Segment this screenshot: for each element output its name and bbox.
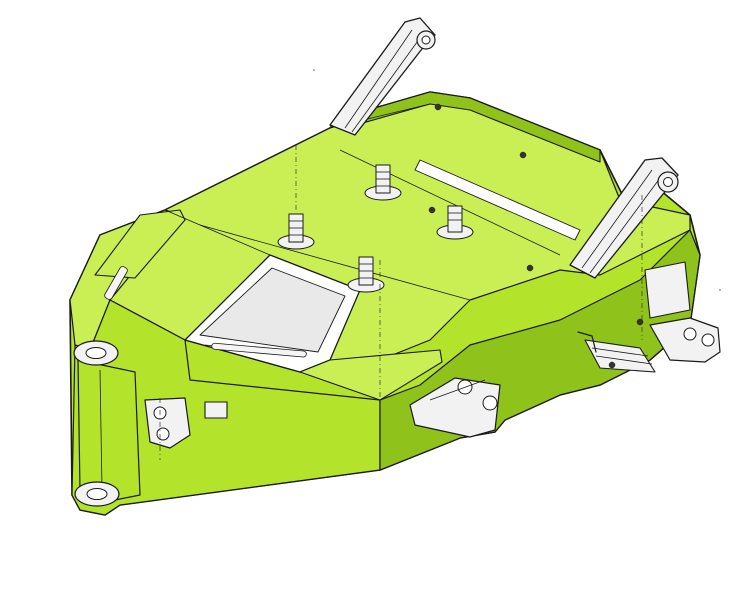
hitch-hole-icon — [701, 333, 715, 347]
left-lift-arm — [329, 17, 436, 136]
right-clevis-bracket — [409, 377, 501, 438]
front-left-lower-boss — [74, 481, 120, 507]
hopper-inner-wall — [199, 267, 346, 353]
bracket-hole-icon — [156, 427, 170, 441]
front-left-upper-boss — [73, 340, 119, 366]
deck-bolt-hole-icon — [428, 206, 436, 214]
side-bolt-icon — [636, 318, 644, 326]
front-left-slot — [104, 266, 128, 300]
left-column-post — [77, 359, 141, 501]
front-left-raised-plate — [94, 209, 186, 279]
side-bolt-icon — [608, 361, 616, 369]
stud-rear-center — [364, 164, 402, 201]
stud-right — [436, 205, 474, 240]
hopper-slot — [211, 342, 307, 358]
right-rail-plate — [644, 261, 691, 319]
stud-front — [347, 256, 385, 293]
deck-bolt-hole-icon — [519, 151, 527, 159]
stud-left — [277, 213, 315, 250]
side-latch-rods — [577, 331, 656, 373]
clevis-pin-icon — [482, 395, 498, 411]
right-hitch-bracket — [649, 317, 721, 363]
rear-back-wall — [339, 91, 601, 163]
rear-slot — [414, 159, 581, 241]
deck-bolt-hole-icon — [434, 103, 442, 111]
right-front-skid — [299, 349, 443, 401]
right-lift-arm — [569, 157, 679, 279]
hitch-hole-icon — [683, 327, 697, 341]
front-small-block — [204, 401, 228, 419]
deck-bolt-hole-icon — [526, 264, 534, 272]
